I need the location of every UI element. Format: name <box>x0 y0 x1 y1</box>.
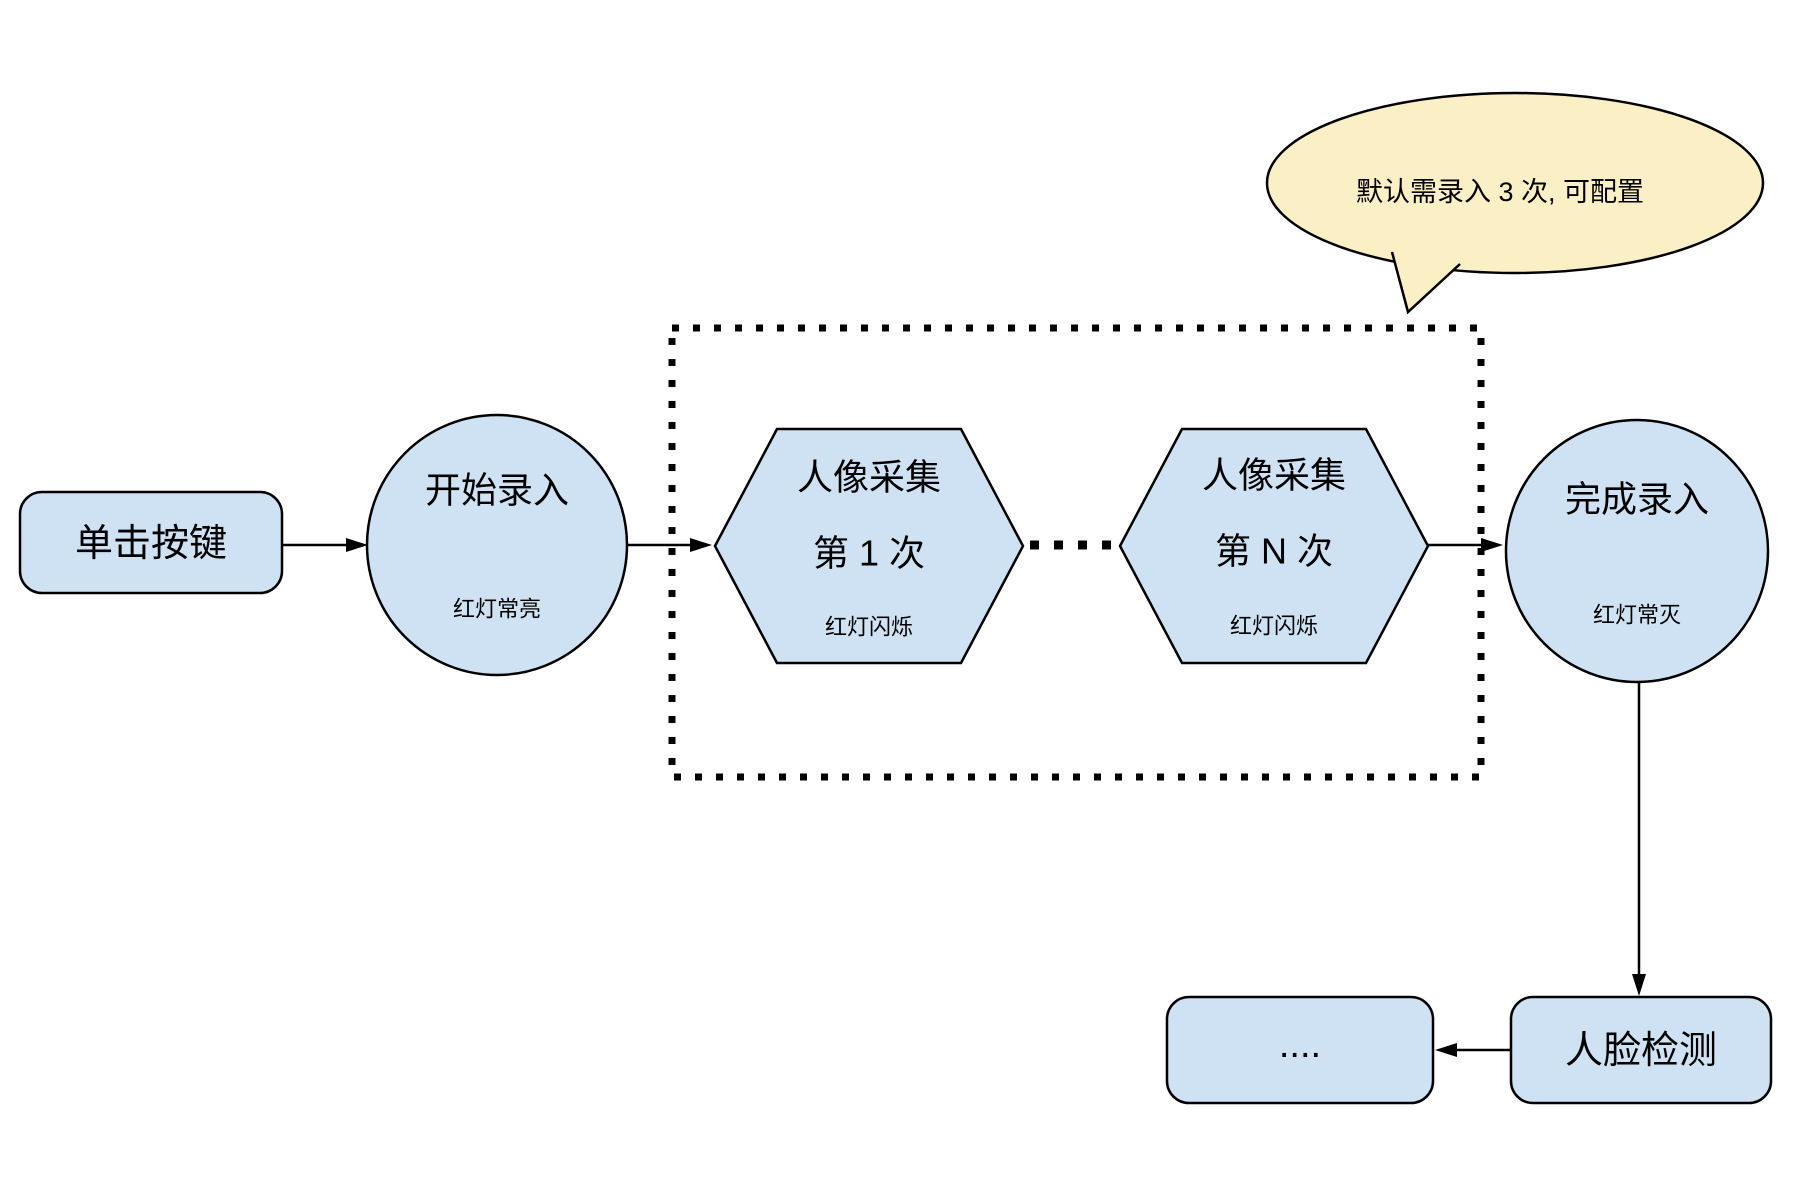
arrow-capture-to-finish <box>1428 538 1503 552</box>
click-button-box <box>18 490 284 595</box>
callout-ellipse <box>1265 91 1765 275</box>
click-button-label: 单击按键 <box>75 523 227 565</box>
face-detection-label: 人脸检测 <box>1565 1030 1717 1072</box>
arrowhead-right-icon <box>346 538 368 552</box>
arrowhead-left-icon <box>1435 1043 1457 1057</box>
capture-first-hexagon <box>713 427 1025 665</box>
node-click-button: 单击按键 <box>18 490 284 595</box>
arrow-start-to-capture1 <box>628 538 712 552</box>
capture-nth-subtitle: 第 N 次 <box>1215 531 1333 572</box>
start-entry-circle <box>365 413 629 677</box>
capture-nth-status: 红灯闪烁 <box>1230 614 1318 639</box>
node-finish-entry: 完成录入 红灯常灭 <box>1504 418 1770 684</box>
capture-first-status: 红灯闪烁 <box>825 615 913 640</box>
callout-text: 默认需录入 3 次, 可配置 <box>1356 177 1644 207</box>
callout-tail <box>1390 251 1461 315</box>
arrow-finish-to-facedetect <box>1632 682 1646 996</box>
arrow-facedetect-to-continuation <box>1435 1043 1511 1057</box>
node-capture-nth: 人像采集 第 N 次 红灯闪烁 <box>1118 427 1430 665</box>
start-entry-status: 红灯常亮 <box>453 597 541 622</box>
finish-entry-status: 红灯常灭 <box>1593 603 1681 628</box>
capture-first-subtitle: 第 1 次 <box>813 533 925 574</box>
arrowhead-right-icon <box>1481 538 1503 552</box>
callout-bubble: 默认需录入 3 次, 可配置 <box>1265 91 1765 315</box>
node-continuation: .... <box>1165 995 1435 1105</box>
finish-entry-label: 完成录入 <box>1565 479 1709 520</box>
node-face-detection: 人脸检测 <box>1509 995 1773 1105</box>
continuation-box <box>1165 995 1435 1105</box>
capture-first-title: 人像采集 <box>797 457 941 498</box>
arrowhead-down-icon <box>1632 974 1646 996</box>
start-entry-label: 开始录入 <box>425 470 569 511</box>
repeat-region-dotted-border <box>668 324 1485 781</box>
finish-entry-circle <box>1504 418 1770 684</box>
node-start-entry: 开始录入 红灯常亮 <box>365 413 629 677</box>
node-capture-first: 人像采集 第 1 次 红灯闪烁 <box>713 427 1025 665</box>
continuation-label: .... <box>1279 1024 1321 1066</box>
arrowhead-right-icon <box>690 538 712 552</box>
arrow-click-to-start <box>283 538 368 552</box>
capture-nth-title: 人像采集 <box>1202 455 1346 496</box>
